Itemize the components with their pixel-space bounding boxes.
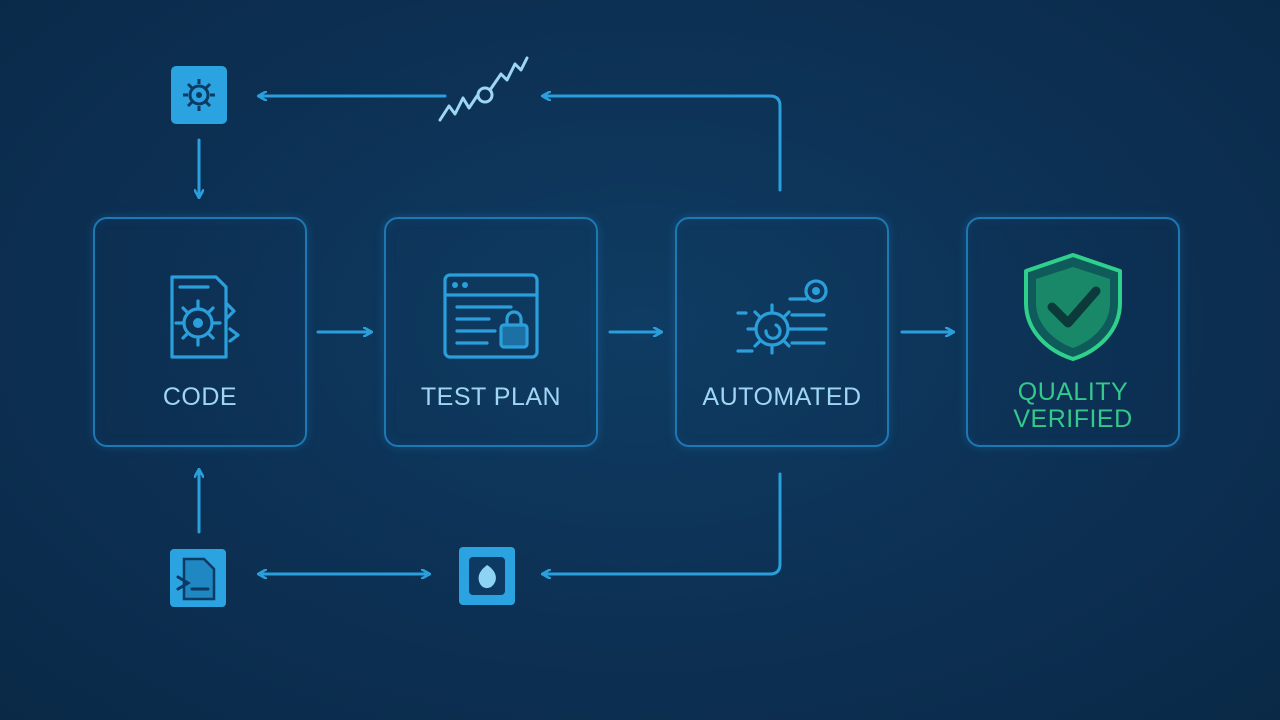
trend-graph-icon [437, 52, 531, 126]
settings-icon [171, 66, 227, 124]
document-icon [170, 549, 226, 607]
step-quality-verified: QUALITY VERIFIED [966, 217, 1180, 447]
shield-check-icon [1018, 251, 1128, 363]
step-code: CODE [93, 217, 307, 447]
step-code-label: CODE [162, 383, 238, 411]
step-quality-label-line2: VERIFIED [1013, 405, 1133, 433]
step-automated: AUTOMATED [675, 217, 889, 447]
blob-icon [459, 547, 515, 605]
step-test-plan-label: TEST PLAN [420, 383, 562, 411]
loop-automated-to-top [546, 96, 782, 192]
step-quality-label-line1: QUALITY [1017, 378, 1129, 406]
step-quality-verified-label: QUALITY VERIFIED [968, 379, 1178, 433]
code-gear-icon [150, 269, 250, 369]
step-test-plan: TEST PLAN [384, 217, 598, 447]
automation-gear-icon [732, 269, 832, 369]
test-plan-browser-icon [441, 269, 541, 369]
step-automated-label: AUTOMATED [702, 383, 862, 411]
loop-automated-to-bottom [546, 472, 782, 574]
